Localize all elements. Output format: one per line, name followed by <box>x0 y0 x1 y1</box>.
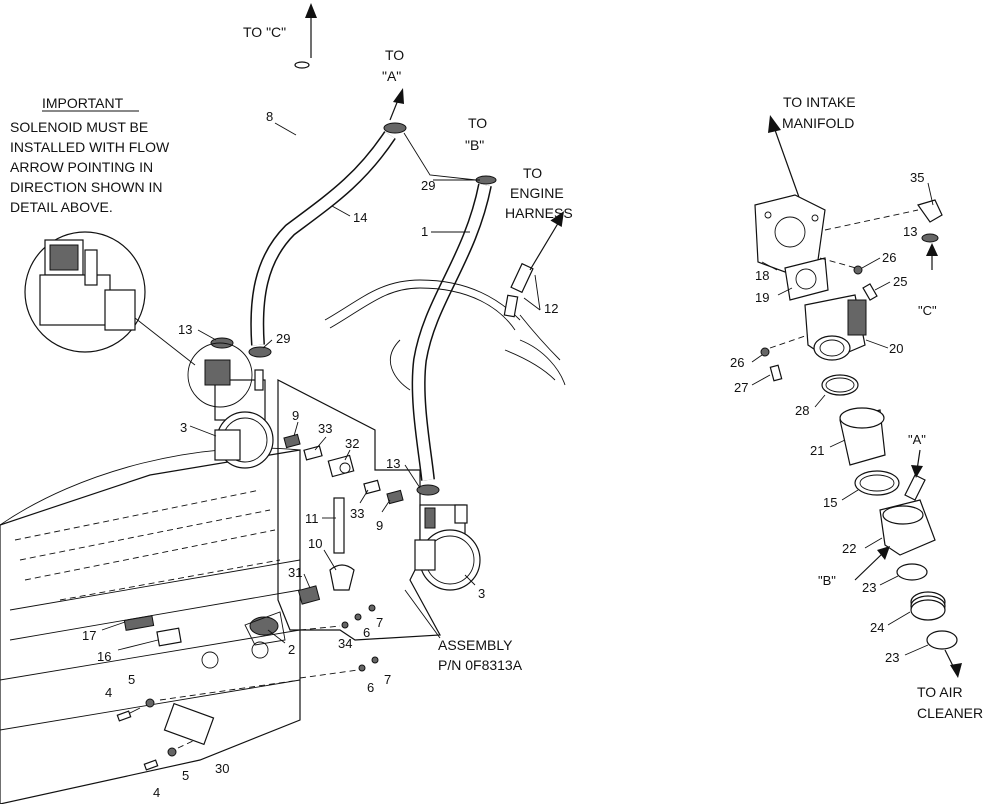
callout-3-left: 3 <box>180 420 187 435</box>
to-b-line-1: TO <box>468 115 487 131</box>
callout-13-far-right: 13 <box>903 224 917 239</box>
decal-17 <box>123 615 155 631</box>
to-air-cleaner-line-1: TO AIR <box>917 684 963 700</box>
callout-22: 22 <box>842 541 856 556</box>
important-heading: IMPORTANT <box>42 95 124 111</box>
callout-25: 25 <box>893 274 907 289</box>
to-intake-manifold-line-2: MANIFOLD <box>782 115 854 131</box>
callout-28: 28 <box>795 403 809 418</box>
to-b-line-2: "B" <box>465 137 484 153</box>
clamp-29-a <box>383 122 407 134</box>
callout-31: 31 <box>288 565 302 580</box>
callout-23-upper: 23 <box>862 580 876 595</box>
callout-35: 35 <box>910 170 924 185</box>
to-intake-manifold-line-1: TO INTAKE <box>783 94 856 110</box>
callout-6-lower: 6 <box>367 680 374 695</box>
callout-5-upper: 5 <box>128 672 135 687</box>
callout-9-lower: 9 <box>376 518 383 533</box>
callout-20: 20 <box>889 341 903 356</box>
callout-18: 18 <box>755 268 769 283</box>
callout-4-lower: 4 <box>153 785 160 800</box>
frame-rail <box>0 447 301 804</box>
callout-29-mid: 29 <box>276 331 290 346</box>
callout-30: 30 <box>215 761 229 776</box>
callout-33-lower: 33 <box>350 506 364 521</box>
callout-34: 34 <box>338 636 352 651</box>
callout-7-upper: 7 <box>376 615 383 630</box>
callout-33-upper: 33 <box>318 421 332 436</box>
point-c-label: "C" <box>918 303 937 318</box>
hose-14 <box>250 131 396 346</box>
callout-4-upper: 4 <box>105 685 112 700</box>
regulator-3-right <box>414 504 481 591</box>
hose-1 <box>411 183 492 481</box>
clamp-13-b <box>416 484 440 496</box>
callout-10: 10 <box>308 536 322 551</box>
callout-14: 14 <box>353 210 367 225</box>
to-engine-harness-line-3: HARNESS <box>505 205 573 221</box>
callout-15: 15 <box>823 495 837 510</box>
callout-17: 17 <box>82 628 96 643</box>
callout-29-top: 29 <box>421 178 435 193</box>
callout-27: 27 <box>734 380 748 395</box>
plate-16 <box>156 627 182 647</box>
callout-19: 19 <box>755 290 769 305</box>
callout-7-lower: 7 <box>384 672 391 687</box>
callout-2: 2 <box>288 642 295 657</box>
solenoid-detail <box>24 231 196 366</box>
callout-5-lower: 5 <box>182 768 189 783</box>
callout-6-upper: 6 <box>363 625 370 640</box>
hardware <box>116 604 379 771</box>
important-line-4: DIRECTION SHOWN IN <box>10 179 162 195</box>
callout-32: 32 <box>345 436 359 451</box>
callout-13-right: 13 <box>386 456 400 471</box>
point-b-label: "B" <box>818 573 836 588</box>
assembly-line-2: P/N 0F8313A <box>438 657 523 673</box>
callout-24: 24 <box>870 620 884 635</box>
callout-11: 11 <box>305 511 319 526</box>
to-c-label: TO "C" <box>243 24 286 40</box>
detail-circle-small <box>187 342 253 408</box>
callout-26-lower: 26 <box>730 355 744 370</box>
point-a-label: "A" <box>908 432 926 447</box>
callout-21: 21 <box>810 443 824 458</box>
wire-harness-12 <box>324 211 566 391</box>
important-line-2: INSTALLED WITH FLOW <box>10 139 170 155</box>
callout-3-right: 3 <box>478 586 485 601</box>
to-engine-harness-line-2: ENGINE <box>510 185 564 201</box>
assembly-line-1: ASSEMBLY <box>438 637 513 653</box>
important-line-5: DETAIL ABOVE. <box>10 199 113 215</box>
assembly-outline <box>277 379 441 641</box>
callout-26-upper: 26 <box>882 250 896 265</box>
callout-12: 12 <box>544 301 558 316</box>
hose-8 <box>213 61 310 341</box>
leader-lines-right <box>751 182 934 656</box>
intake-assembly <box>754 115 962 678</box>
leader-lines-left <box>101 122 541 651</box>
callout-8: 8 <box>266 109 273 124</box>
to-a-line-1: TO <box>385 47 404 63</box>
fittings <box>244 433 404 646</box>
callout-23-lower: 23 <box>885 650 899 665</box>
callout-1: 1 <box>421 224 428 239</box>
important-line-3: ARROW POINTING IN <box>10 159 153 175</box>
callout-16: 16 <box>97 649 111 664</box>
arrows-left <box>305 3 404 121</box>
clamp-29-c <box>248 346 272 358</box>
regulator-3-left <box>204 359 274 469</box>
to-a-line-2: "A" <box>382 68 401 84</box>
to-air-cleaner-line-2: CLEANER <box>917 705 983 721</box>
callout-13-left: 13 <box>178 322 192 337</box>
callout-9-upper: 9 <box>292 408 299 423</box>
to-engine-harness-line-1: TO <box>523 165 542 181</box>
important-line-1: SOLENOID MUST BE <box>10 119 148 135</box>
